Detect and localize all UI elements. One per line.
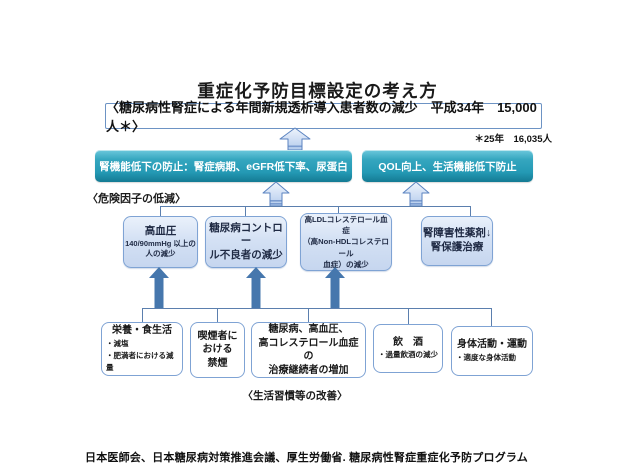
lifestyle-box-title: 身体活動・運動 bbox=[457, 339, 527, 351]
risk-box-nephrotoxic-drugs: 腎障害性薬剤↓ 腎保護治療 bbox=[421, 216, 493, 266]
connector-line bbox=[470, 206, 472, 216]
connector-line bbox=[338, 206, 340, 214]
source-citation: 日本医師会、日本糖尿病対策推進会議、厚生労働省. 糖尿病性腎症重症化予防プログラ… bbox=[85, 452, 528, 464]
connector-line bbox=[160, 206, 471, 208]
page-title: 重症化予防目標設定の考え方 bbox=[197, 81, 438, 101]
lifestyle-box-bullets: ・過量飲酒の減少 bbox=[378, 350, 438, 360]
risk-box-ldl-cholesterol: 高LDLコレステロール血症 （高Non-HDLコレステロール 血症）の減少 bbox=[300, 213, 392, 271]
connector-line bbox=[308, 308, 310, 322]
up-arrow-icon bbox=[402, 181, 430, 207]
lifestyle-box-title: 飲 酒 bbox=[393, 336, 423, 348]
connector-line bbox=[408, 308, 410, 324]
lifestyle-box-nutrition: 栄養・食生活 ・減塩 ・肥満者における減量 bbox=[101, 322, 183, 376]
risk-box-diabetes-control: 糖尿病コントロー ル不良者の減少 bbox=[205, 216, 287, 268]
lifestyle-box-physical-activity: 身体活動・運動 ・適度な身体活動 bbox=[451, 326, 533, 376]
risk-box-title: 糖尿病コントロー ル不良者の減少 bbox=[209, 221, 283, 261]
risk-section-label: 〈危険因子の低減〉 bbox=[87, 193, 186, 205]
lifestyle-box-treatment-continuation: 糖尿病、高血圧、 高コレステロール血症の 治療継続者の増加 bbox=[251, 322, 366, 378]
lifestyle-box-smoking: 喫煙者に おける 禁煙 bbox=[190, 322, 245, 378]
solid-up-arrow-icon bbox=[325, 267, 345, 309]
lifestyle-box-bullets: ・減塩 ・肥満者における減量 bbox=[106, 338, 174, 372]
lifestyle-box-alcohol: 飲 酒 ・過量飲酒の減少 bbox=[373, 324, 443, 373]
risk-box-title: 高LDLコレステロール血症 （高Non-HDLコレステロール 血症）の減少 bbox=[302, 214, 390, 270]
lifestyle-section-label: 〈生活習慣等の改善〉 bbox=[242, 390, 348, 402]
solid-up-arrow-icon bbox=[149, 267, 169, 309]
risk-box-title: 高血圧 bbox=[144, 225, 177, 238]
connector-line bbox=[491, 308, 493, 326]
lifestyle-box-title: 糖尿病、高血圧、 高コレステロール血症の 治療継続者の増加 bbox=[258, 324, 359, 376]
risk-box-title: 腎障害性薬剤↓ 腎保護治療 bbox=[422, 227, 492, 253]
connector-line bbox=[142, 308, 144, 322]
outcome-box-kidney: 腎機能低下の防止：腎症病期、eGFR低下率、尿蛋白 bbox=[95, 150, 352, 182]
goal-text: 〈糖尿病性腎症による年間新規透析導入患者数の減少 平成34年 15,000人＊〉 bbox=[106, 100, 537, 134]
connector-line bbox=[217, 308, 219, 322]
lifestyle-box-bullets: ・適度な身体活動 bbox=[456, 352, 516, 362]
up-arrow-icon bbox=[279, 127, 311, 151]
outcome-box-qol: QOL向上、生活機能低下防止 bbox=[362, 150, 533, 182]
lifestyle-box-title: 喫煙者に おける 禁煙 bbox=[197, 330, 238, 369]
connector-line bbox=[160, 206, 162, 216]
connector-line bbox=[245, 206, 247, 216]
goal-box: 〈糖尿病性腎症による年間新規透析導入患者数の減少 平成34年 15,000人＊〉 bbox=[105, 100, 542, 134]
lifestyle-box-title: 栄養・食生活 bbox=[112, 325, 172, 337]
connector-line bbox=[142, 308, 492, 310]
goal-footnote: ＊25年 16,035人 bbox=[474, 134, 552, 145]
solid-up-arrow-icon bbox=[246, 267, 266, 309]
risk-box-sub: 140/90mmHg 以上の 人の減少 bbox=[125, 238, 196, 258]
up-arrow-icon bbox=[262, 181, 290, 207]
risk-box-hypertension: 高血圧 140/90mmHg 以上の 人の減少 bbox=[123, 216, 198, 268]
